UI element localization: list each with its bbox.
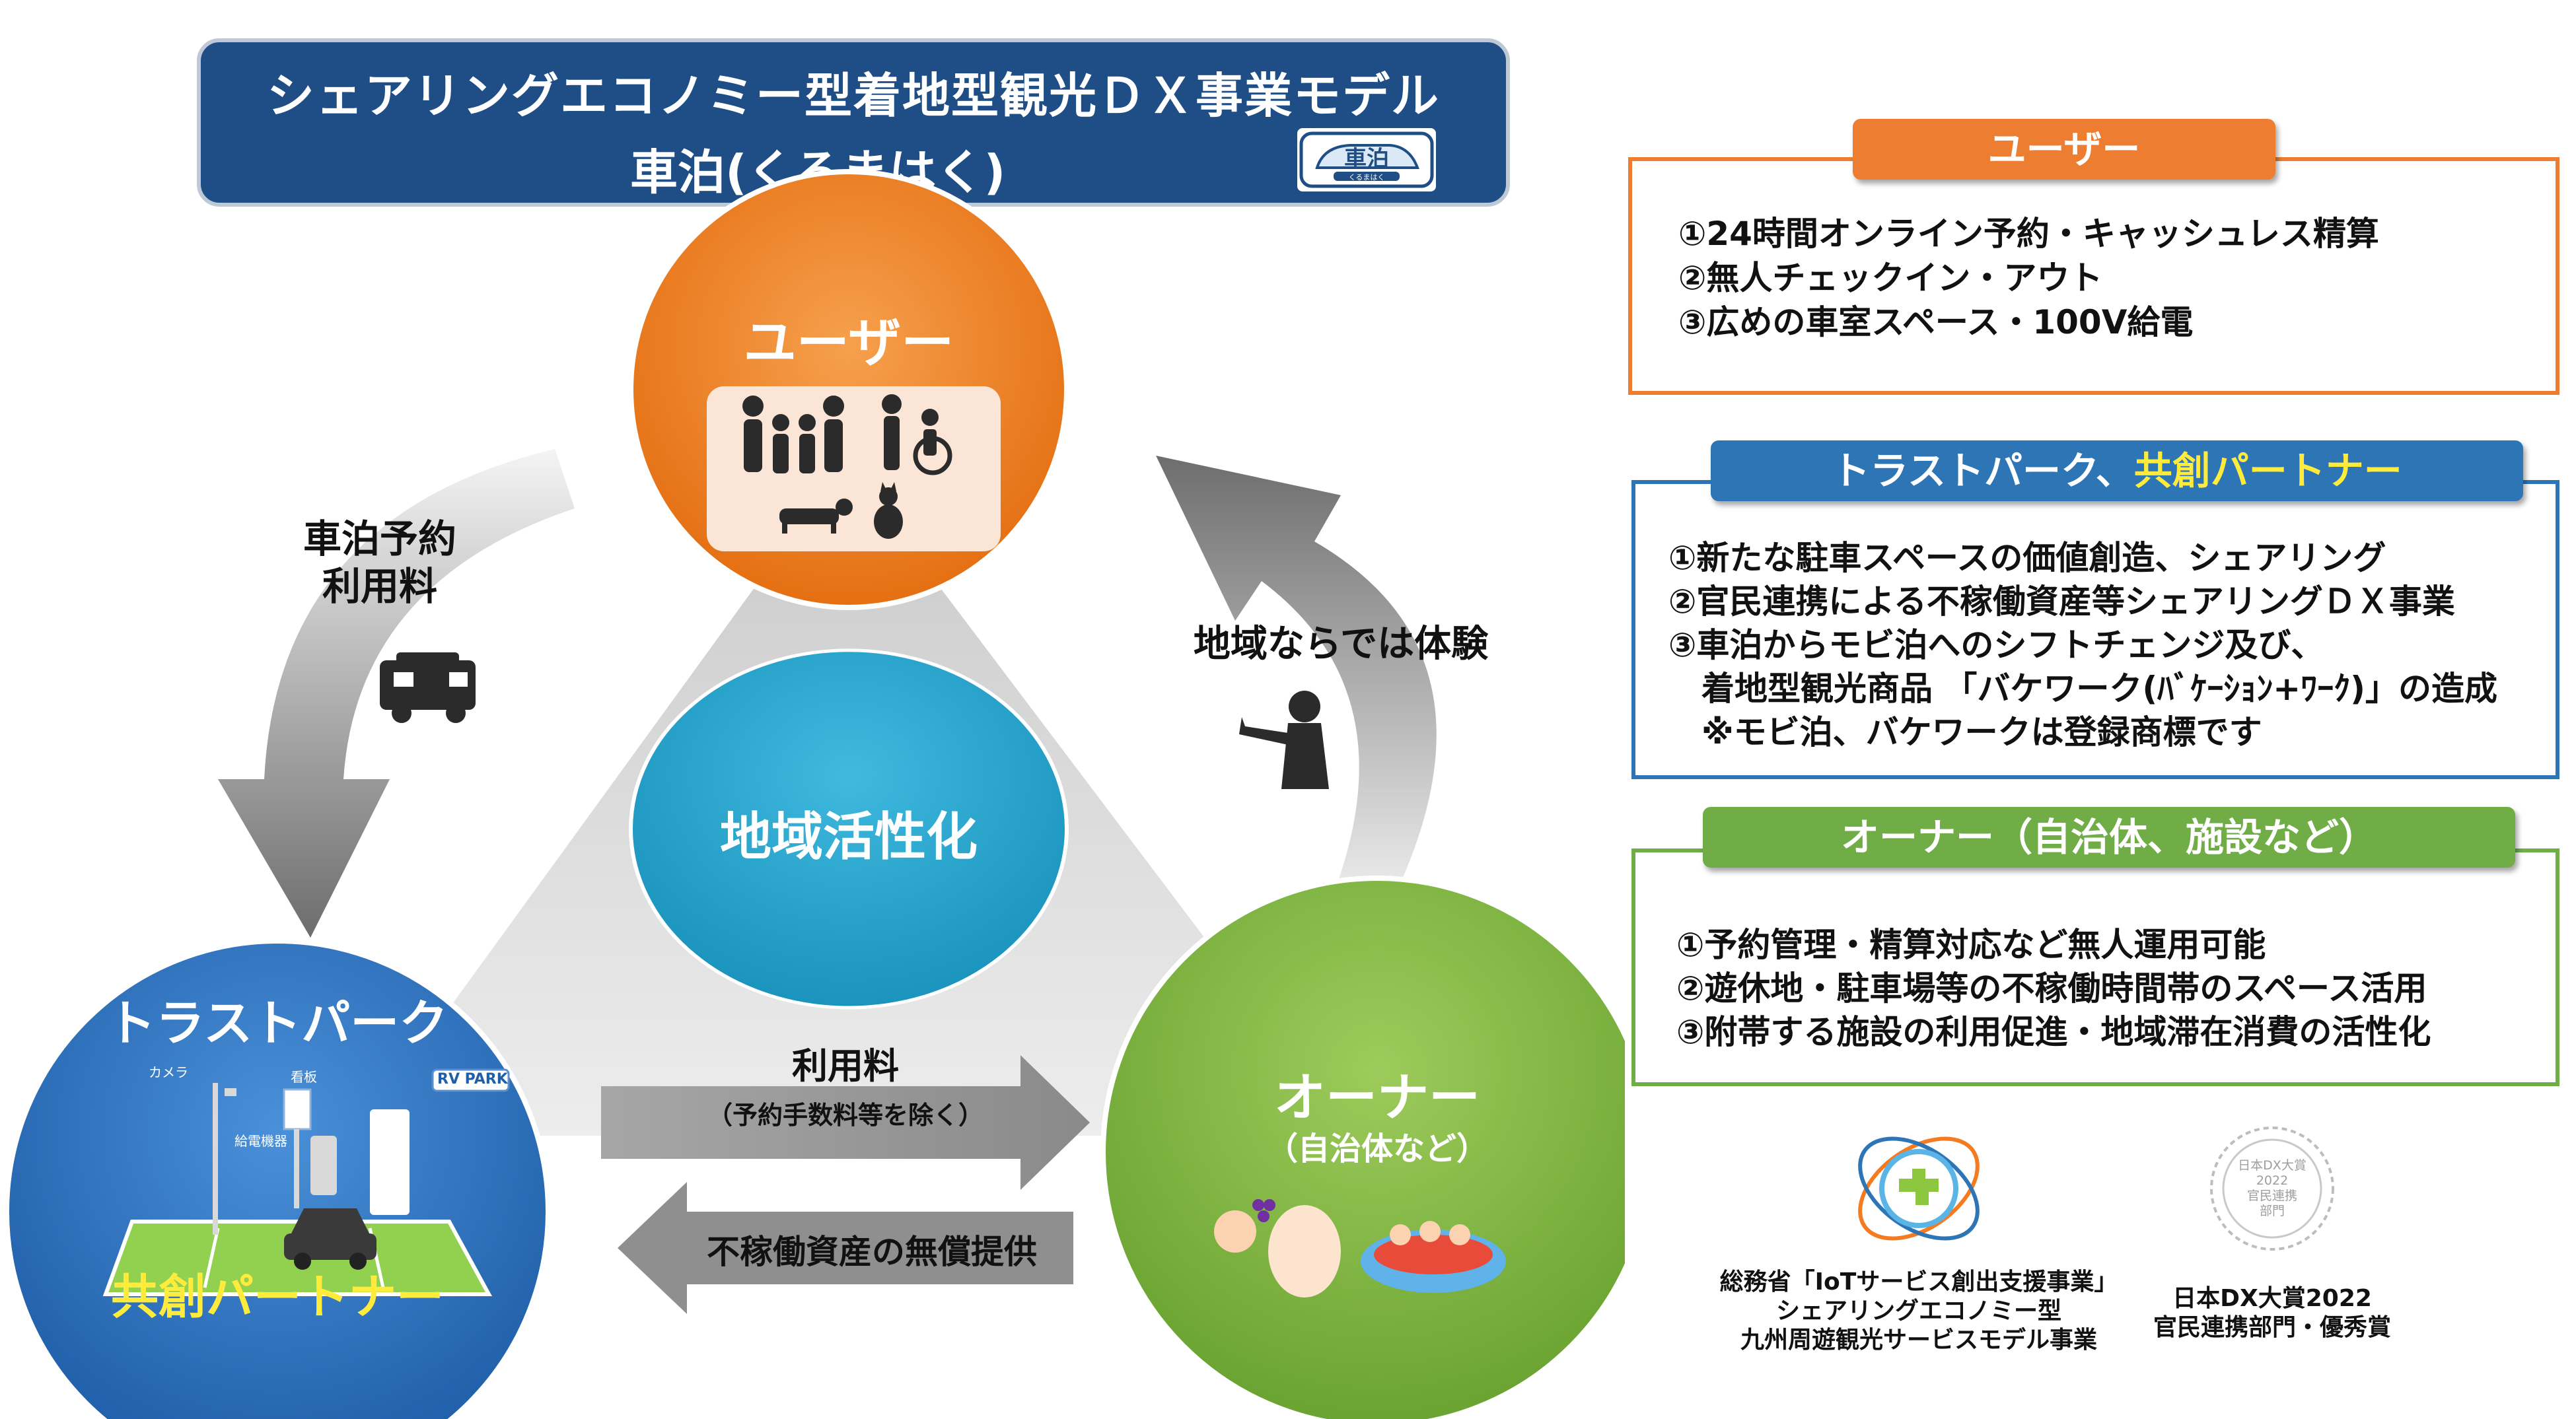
iot-project-emblem — [1858, 1136, 1980, 1241]
right-arrow-label: 地域ならでは体験 — [1193, 623, 1489, 666]
page-title: シェアリングエコノミー型着地型観光ＤＸ事業モデル — [266, 68, 1440, 123]
parking-lot-illustration — [102, 1068, 510, 1296]
charger-label: 給電機器 — [234, 1133, 287, 1149]
vending-machine-icon — [370, 1109, 410, 1215]
logo-subtext: くるまはく — [1349, 173, 1385, 182]
owner-point-2: ②遊休地・駐車場等の不稼働時間帯のスペース活用 — [1676, 969, 2427, 1008]
owner-panel: ①予約管理・精算対応など無人運用可能 ②遊休地・駐車場等の不稼働時間帯のスペース… — [1631, 848, 2559, 1086]
iot-caption-line-1: 総務省「IoTサービス創出支援事業」 — [1719, 1268, 2118, 1296]
trademark-note: ※モビ泊、バケワークは登録商標です — [1701, 713, 2262, 751]
trust-point-3-cont: 着地型観光商品 「バケワーク(ﾊﾞｹｰｼｮﾝ+ﾜｰｸ)」の造成 — [1701, 670, 2498, 708]
dog-icon — [779, 499, 853, 534]
kurumahaku-logo: 車泊 くるまはく — [1297, 128, 1436, 191]
owner-point-1: ①予約管理・精算対応など無人運用可能 — [1676, 926, 2266, 964]
trust-point-3: ③車泊からモビ泊へのシフトチェンジ及び、 — [1668, 626, 2324, 664]
badge-line-4: 部門 — [2259, 1204, 2285, 1218]
grapes-icon — [1252, 1199, 1275, 1222]
reservation-label: 車泊予約 — [303, 516, 456, 561]
family-icon — [742, 396, 844, 473]
trust-park-label: トラストパーク — [106, 995, 448, 1052]
trust-panel: ①新たな駐車スペースの価値創造、シェアリング ②官民連携による不稼働資産等シェア… — [1631, 480, 2559, 779]
asset-flow-label: 不稼働資産の無償提供 — [707, 1233, 1037, 1271]
dx-award-badge-text: 日本DX大賞 2022 官民連携 部門 — [2206, 1158, 2338, 1219]
car-icon — [284, 1208, 376, 1270]
co-creation-partner-label: 共創パートナー — [110, 1269, 444, 1325]
fee-flow-label: 利用料 — [792, 1045, 899, 1087]
rv-park-sign — [431, 1068, 510, 1092]
farmer-icon — [1268, 1205, 1341, 1298]
signboard-icon — [283, 1088, 312, 1130]
owner-circle — [1100, 876, 1625, 1419]
trust-panel-header-a: トラストパーク、 — [1832, 448, 2134, 493]
user-circle-label: ユーザー — [743, 312, 954, 374]
left-curved-arrow — [218, 449, 575, 938]
guide-person-icon — [1239, 691, 1329, 789]
dx-award-badge: 日本DX大賞 2022 官民連携 部門 — [2206, 1123, 2338, 1255]
trust-panel-header-b: 共創パートナー — [2133, 448, 2402, 493]
camera-pole — [213, 1083, 218, 1235]
badge-line-3: 官民連携 — [2246, 1189, 2297, 1203]
charger-icon — [310, 1136, 337, 1195]
camera-label: カメラ — [149, 1064, 188, 1080]
dx-caption-line-1: 日本DX大賞2022 — [2172, 1285, 2372, 1312]
badge-line-2: 2022 — [2256, 1173, 2289, 1188]
owner-point-3: ③附帯する施設の利用促進・地域滞在消費の活性化 — [1676, 1013, 2431, 1051]
user-panel-header: ユーザー — [1853, 119, 2275, 180]
owner-panel-header: オーナー（自治体、施設など） — [1703, 807, 2515, 868]
center-label: 地域活性化 — [719, 808, 978, 867]
title-banner: シェアリングエコノミー型着地型観光ＤＸ事業モデル 車泊(くるまはく) 車泊 くる… — [197, 38, 1510, 207]
right-curved-arrow — [1156, 456, 1437, 924]
badge-line-1: 日本DX大賞 — [2238, 1158, 2307, 1173]
trust-point-2: ②官民連携による不稼働資産等シェアリングＤＸ事業 — [1668, 582, 2455, 621]
center-circle — [629, 648, 1069, 1010]
logo-text: 車泊 — [1344, 147, 1389, 172]
user-panel: ①24時間オンライン予約・キャッシュレス精算 ②無人チェックイン・アウト ③広め… — [1628, 157, 2559, 395]
iot-caption-line-2: シェアリングエコノミー型 — [1775, 1298, 2061, 1325]
owner-sub-label: （自治体など） — [1266, 1130, 1488, 1167]
child-icon — [1214, 1210, 1256, 1253]
dx-award-caption: 日本DX大賞2022 官民連携部門・優秀賞 — [2127, 1284, 2417, 1342]
dx-caption-line-2: 官民連携部門・優秀賞 — [2153, 1314, 2391, 1341]
owner-illustration — [1214, 1199, 1506, 1298]
user-point-3: ③広めの車室スペース・100V給電 — [1678, 303, 2194, 341]
camera-icon — [225, 1088, 236, 1096]
wheelchair-icon — [882, 394, 952, 475]
fee-flow-note: （予約手数料等を除く） — [707, 1101, 984, 1130]
fee-flow-arrow — [601, 1055, 1090, 1190]
trust-park-circle — [4, 938, 551, 1419]
iot-caption-line-3: 九州周遊観光サービスモデル事業 — [1740, 1327, 2097, 1354]
asset-flow-arrow — [618, 1182, 1073, 1314]
user-point-1: ①24時間オンライン予約・キャッシュレス精算 — [1678, 215, 2379, 253]
left-arrow-label: 車泊予約 利用料 — [271, 515, 489, 610]
relationship-diagram — [4, 172, 1625, 1419]
usage-fee-label: 利用料 — [322, 564, 437, 609]
user-point-2: ②無人チェックイン・アウト — [1678, 259, 2103, 297]
cat-icon — [874, 482, 903, 539]
owner-label: オーナー — [1273, 1068, 1480, 1128]
rv-park-label: RV PARK — [437, 1071, 508, 1088]
iot-project-caption: 総務省「IoTサービス創出支援事業」 シェアリングエコノミー型 九州周遊観光サー… — [1691, 1268, 2147, 1355]
signboard-label: 看板 — [291, 1069, 317, 1085]
camper-van-icon — [380, 652, 476, 723]
trust-point-1: ①新たな駐車スペースの価値創造、シェアリング — [1668, 539, 2386, 577]
trust-panel-header: トラストパーク、共創パートナー — [1711, 440, 2523, 501]
